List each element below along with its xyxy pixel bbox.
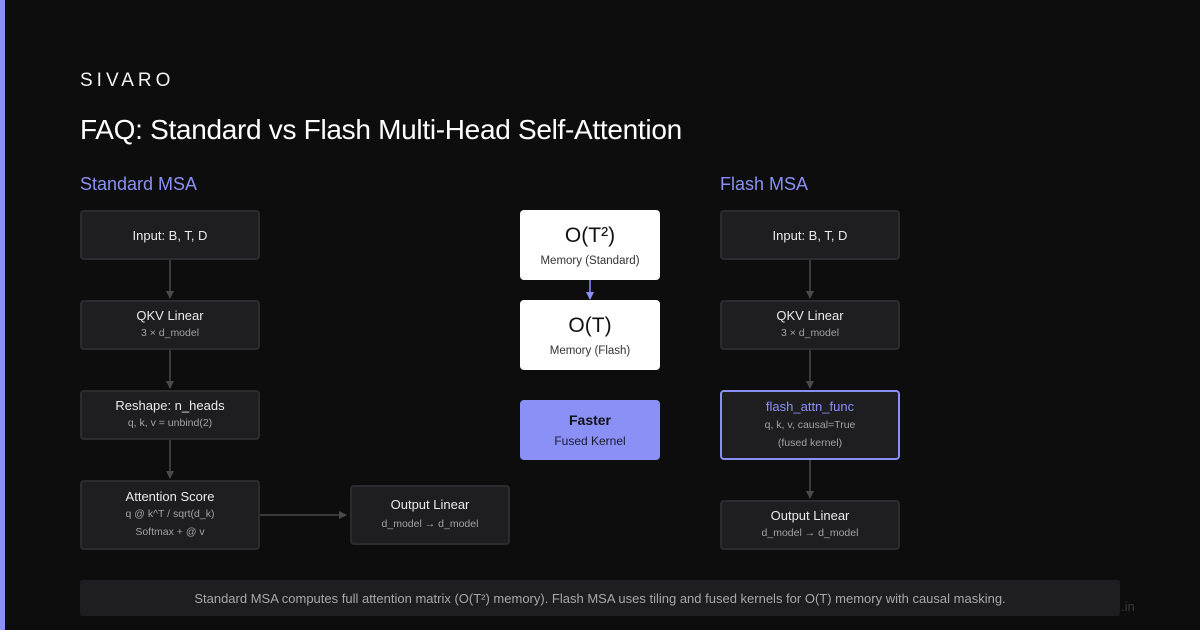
- complexity-label: Memory (Standard): [540, 254, 640, 267]
- faster-card: Faster Fused Kernel: [520, 400, 660, 460]
- node-subtitle: 3 × d_model: [780, 327, 840, 339]
- node-subtitle: (fused kernel): [777, 436, 843, 449]
- node-title: flash_attn_func: [765, 398, 855, 414]
- node-subtitle: q, k, v, causal=True: [764, 418, 856, 431]
- flash-qkv-node: QKV Linear 3 × d_model: [720, 300, 900, 350]
- flash-msa-label: Flash MSA: [720, 174, 809, 194]
- node-title: Input: B, T, D: [772, 227, 848, 243]
- std-attention-node: Attention Score q @ k^T / sqrt(d_k) Soft…: [80, 480, 260, 550]
- faster-title: Faster: [568, 412, 612, 428]
- node-subtitle: q @ k^T / sqrt(d_k): [125, 508, 215, 520]
- node-subtitle: q, k, v = unbind(2): [127, 417, 213, 429]
- std-reshape-node: Reshape: n_heads q, k, v = unbind(2): [80, 390, 260, 440]
- page-title: FAQ: Standard vs Flash Multi-Head Self-A…: [80, 114, 682, 145]
- footer-caption: Standard MSA computes full attention mat…: [80, 580, 1120, 616]
- std-qkv-node: QKV Linear 3 × d_model: [80, 300, 260, 350]
- complexity-label: Memory (Flash): [549, 344, 631, 357]
- std-input-node: Input: B, T, D: [80, 210, 260, 260]
- flash-output-node: Output Linear d_model → d_model: [720, 500, 900, 550]
- node-title: Reshape: n_heads: [115, 398, 225, 413]
- corner-watermark: .in: [1121, 599, 1135, 614]
- brand-logo: SIVARO: [80, 70, 175, 91]
- node-subtitle: Softmax + @ v: [135, 526, 205, 538]
- node-title: Attention Score: [125, 489, 215, 504]
- flash-attn-node: flash_attn_func q, k, v, causal=True (fu…: [720, 390, 900, 460]
- node-subtitle: d_model → d_model: [761, 527, 859, 539]
- standard-msa-label: Standard MSA: [80, 174, 198, 194]
- node-subtitle: 3 × d_model: [140, 327, 200, 339]
- node-title: Output Linear: [770, 508, 850, 523]
- memory-standard-card: O(T²) Memory (Standard): [520, 210, 660, 280]
- complexity-value: O(T²): [564, 223, 616, 247]
- node-subtitle: d_model → d_model: [381, 518, 479, 530]
- std-output-node: Output Linear d_model → d_model: [350, 485, 510, 545]
- complexity-value: O(T): [568, 313, 612, 337]
- accent-bar: [0, 0, 5, 630]
- node-title: QKV Linear: [776, 308, 844, 323]
- node-title: QKV Linear: [136, 308, 204, 323]
- faster-subtitle: Fused Kernel: [554, 434, 626, 448]
- memory-flash-card: O(T) Memory (Flash): [520, 300, 660, 370]
- node-title: Input: B, T, D: [132, 227, 208, 243]
- flash-input-node: Input: B, T, D: [720, 210, 900, 260]
- node-title: Output Linear: [390, 497, 470, 512]
